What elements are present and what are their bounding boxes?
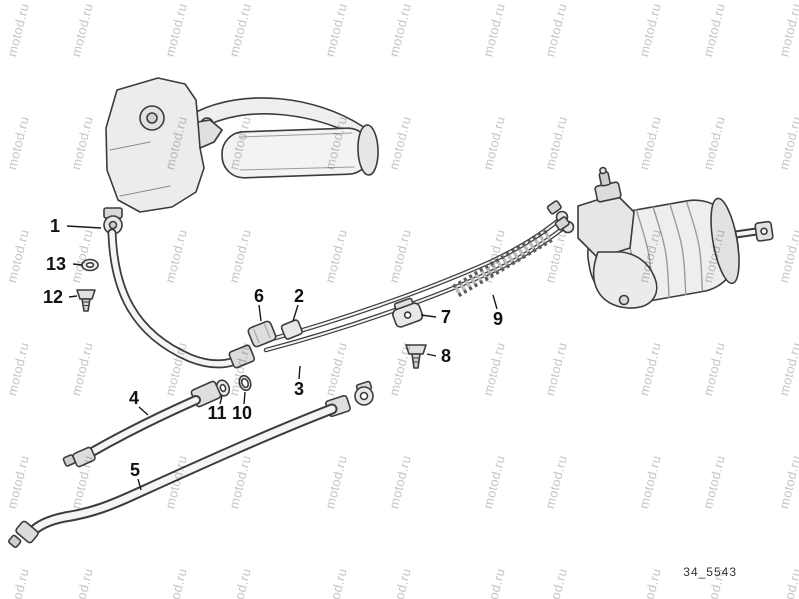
washer-13 [81,258,99,272]
leader-line-10 [243,391,246,405]
abs-pressure-modulator [546,166,774,309]
union-fitting-3 [228,344,256,369]
brake-hose-upper [107,228,240,369]
brake-pipe-2 [269,210,569,342]
leader-line-6 [258,304,262,322]
leader-line-1 [66,225,102,229]
banjo-bolt-lower [554,216,570,231]
union-fitting-6 [247,320,277,348]
leader-line-3 [298,365,301,380]
brake-hose-5 [7,380,374,549]
leader-line-8 [426,353,437,357]
banjo-fitting-1 [103,207,123,235]
leader-line-9 [492,294,498,310]
banjo-bolt-upper [546,200,562,215]
bleed-valve [594,166,622,203]
bolt-12 [76,289,96,312]
bolt-8 [405,344,427,369]
brake-hose-4 [62,380,222,468]
leader-line-5 [137,478,142,491]
leader-line-13 [72,263,83,266]
pipe-clamp-7 [392,297,424,328]
washer-10 [238,374,252,392]
handlebar-grip [221,124,379,179]
leader-line-7 [420,314,437,318]
diagram-id-label: 34_5543 [683,565,737,579]
leader-line-11 [219,395,223,405]
fitting-2 [280,319,303,340]
leader-line-2 [292,304,299,322]
coil-spring-9 [452,227,556,298]
leader-line-4 [138,406,149,416]
leader-line-12 [68,295,78,298]
modulator-boot [593,251,658,309]
master-cylinder-body [105,77,223,213]
